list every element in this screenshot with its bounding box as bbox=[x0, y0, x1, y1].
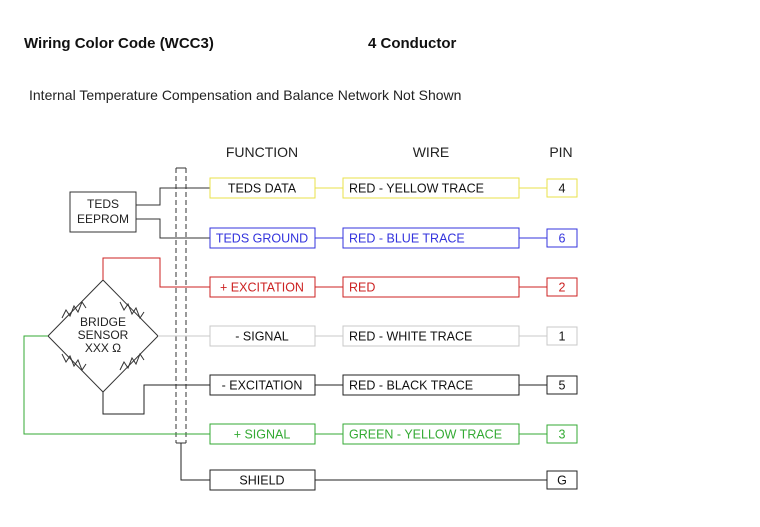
pin-box bbox=[546, 375, 578, 395]
wire-row: - SIGNAL RED - WHITE TRACE 1 bbox=[209, 325, 578, 347]
teds-eeprom-chip: TEDS EEPROM bbox=[69, 187, 210, 239]
page-title: Wiring Color Code (WCC3) bbox=[24, 35, 214, 52]
column-header-function: FUNCTION bbox=[226, 144, 298, 160]
wire-label: RED - BLACK TRACE bbox=[349, 379, 473, 393]
wire-row: TEDS GROUND RED - BLUE TRACE 6 bbox=[209, 227, 578, 249]
column-header-pin: PIN bbox=[549, 144, 572, 160]
pin-label: 2 bbox=[559, 281, 566, 295]
cable-bundle bbox=[175, 167, 187, 444]
pin-box bbox=[546, 424, 578, 444]
subtitle-note: Internal Temperature Compensation and Ba… bbox=[29, 87, 462, 103]
sensor-label-bridge: BRIDGE bbox=[80, 315, 126, 329]
function-label: TEDS GROUND bbox=[216, 232, 308, 246]
excitation-plus-lead bbox=[102, 257, 210, 288]
wire-row: + EXCITATION RED 2 bbox=[209, 276, 578, 298]
wire-label: RED - WHITE TRACE bbox=[349, 330, 472, 344]
teds-label: TEDS bbox=[87, 197, 119, 211]
function-label: - SIGNAL bbox=[235, 330, 289, 344]
wire-label: RED - YELLOW TRACE bbox=[349, 182, 484, 196]
pin-box bbox=[546, 178, 578, 198]
function-label: SHIELD bbox=[239, 474, 284, 488]
wire-row: TEDS DATA RED - YELLOW TRACE 4 bbox=[209, 177, 578, 199]
wire-label: GREEN - YELLOW TRACE bbox=[349, 428, 502, 442]
function-label: + EXCITATION bbox=[220, 281, 304, 295]
sensor-label-resistance: XXX Ω bbox=[85, 341, 121, 355]
pin-label: 3 bbox=[559, 428, 566, 442]
pin-box bbox=[546, 277, 578, 297]
wire-row: - EXCITATION RED - BLACK TRACE 5 bbox=[209, 374, 578, 396]
pin-label: G bbox=[557, 474, 567, 488]
bridge-sensor: BRIDGE SENSOR XXX Ω bbox=[47, 279, 159, 393]
pin-box bbox=[546, 326, 578, 346]
wire-row: SHIELD G bbox=[209, 469, 578, 491]
sensor-label-sensor: SENSOR bbox=[78, 328, 129, 342]
pin-label: 1 bbox=[559, 330, 566, 344]
function-label: + SIGNAL bbox=[234, 428, 291, 442]
wire-label: RED - BLUE TRACE bbox=[349, 232, 465, 246]
signal-plus-lead bbox=[23, 335, 210, 435]
pin-label: 6 bbox=[559, 232, 566, 246]
conductor-count: 4 Conductor bbox=[368, 35, 457, 52]
wire-label: RED bbox=[349, 281, 375, 295]
shield-lead bbox=[180, 443, 210, 481]
eeprom-label: EEPROM bbox=[77, 212, 129, 226]
pin-label: 5 bbox=[559, 379, 566, 393]
column-header-wire: WIRE bbox=[413, 144, 450, 160]
function-label: - EXCITATION bbox=[222, 379, 303, 393]
pin-box bbox=[546, 470, 578, 490]
function-label: TEDS DATA bbox=[228, 182, 297, 196]
wire-row: + SIGNAL GREEN - YELLOW TRACE 3 bbox=[209, 423, 578, 445]
excitation-minus-lead bbox=[102, 384, 210, 415]
pin-box bbox=[546, 228, 578, 248]
pin-label: 4 bbox=[559, 182, 566, 196]
